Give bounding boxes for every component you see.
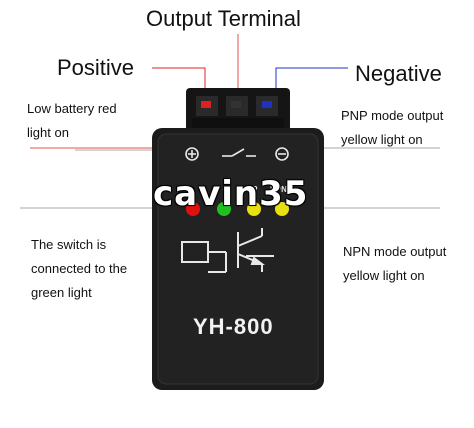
circuit-symbol bbox=[181, 228, 274, 273]
pnp-led-label: PNP bbox=[241, 185, 258, 194]
blue-wire-terminal bbox=[262, 101, 272, 108]
top-symbols bbox=[185, 147, 289, 161]
npn-label: NPN mode output yellow light on bbox=[343, 244, 447, 283]
switch-label: The switch is connected to the green lig… bbox=[31, 237, 128, 300]
negative-label: Negative bbox=[355, 61, 442, 86]
black-wire-terminal bbox=[231, 101, 241, 108]
red-wire-terminal bbox=[201, 101, 211, 108]
output-terminal-label: Output Terminal bbox=[146, 6, 301, 31]
npn-led-label: NPN bbox=[270, 185, 287, 194]
positive-label: Positive bbox=[57, 55, 135, 80]
pnp-label: PNP mode output yellow light on bbox=[341, 108, 444, 147]
terminal-connector bbox=[186, 88, 290, 134]
green-led bbox=[217, 202, 231, 216]
npn-yellow-led bbox=[275, 202, 289, 216]
watermark: cavin35 bbox=[153, 174, 309, 214]
pnp-yellow-led bbox=[247, 202, 261, 216]
led-row bbox=[186, 202, 289, 216]
red-led bbox=[186, 202, 200, 216]
low-battery-label: Low battery red light on bbox=[27, 101, 117, 140]
device-model: YH-800 bbox=[193, 314, 274, 339]
